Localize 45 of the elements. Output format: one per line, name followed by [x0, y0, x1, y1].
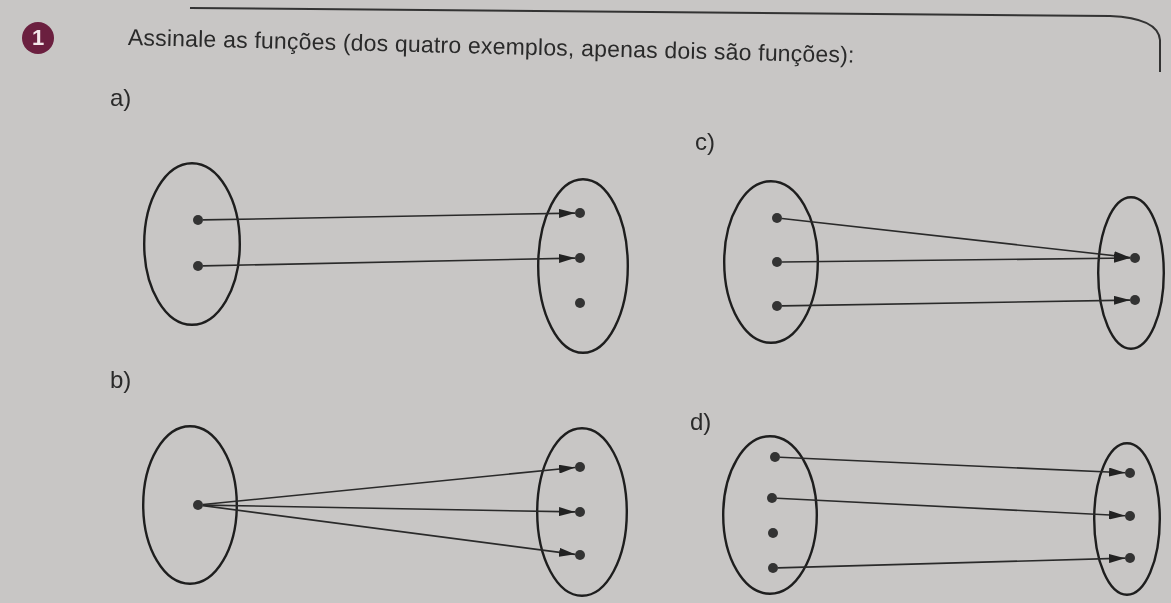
element-dot — [575, 462, 585, 472]
element-dot — [1125, 511, 1135, 521]
arrow — [777, 553, 1126, 569]
arrow — [779, 456, 1126, 477]
set-ellipse — [143, 162, 241, 326]
set-ellipse — [723, 180, 819, 344]
element-dot — [193, 215, 203, 225]
set-ellipse — [536, 427, 628, 597]
set-ellipse — [722, 435, 818, 595]
element-dot — [768, 563, 778, 573]
element-dot — [575, 298, 585, 308]
element-dot — [772, 213, 782, 223]
element-dot — [1130, 295, 1140, 305]
element-dot — [1125, 553, 1135, 563]
exercise-number: 1 — [22, 22, 54, 54]
set-ellipse — [142, 425, 238, 585]
element-dot — [772, 257, 782, 267]
arrow — [202, 504, 576, 517]
element-dot — [770, 452, 780, 462]
arrow — [781, 295, 1131, 307]
set-ellipse — [537, 178, 629, 354]
instruction-text: Assinale as funções (dos quatro exemplos, apenas dois são funções): — [127, 24, 855, 69]
arrow — [202, 463, 576, 506]
item-label: c) — [695, 128, 715, 156]
element-dot — [575, 208, 585, 218]
set-ellipse — [1097, 196, 1165, 350]
element-dot — [575, 253, 585, 263]
arrow — [781, 253, 1131, 263]
item-label: d) — [690, 408, 712, 436]
arrow — [776, 497, 1126, 520]
element-dot — [1125, 468, 1135, 478]
element-dot — [772, 301, 782, 311]
element-dot — [193, 261, 203, 271]
item-label: b) — [110, 366, 132, 394]
element-dot — [575, 507, 585, 517]
element-dot — [575, 550, 585, 560]
element-dot — [767, 493, 777, 503]
element-dot — [193, 500, 203, 510]
arrow — [202, 504, 576, 558]
arrow — [202, 208, 576, 221]
arrow — [202, 253, 576, 267]
element-dot — [1130, 253, 1140, 263]
set-ellipse — [1093, 442, 1161, 596]
element-dot — [768, 528, 778, 538]
item-label: a) — [110, 84, 132, 112]
